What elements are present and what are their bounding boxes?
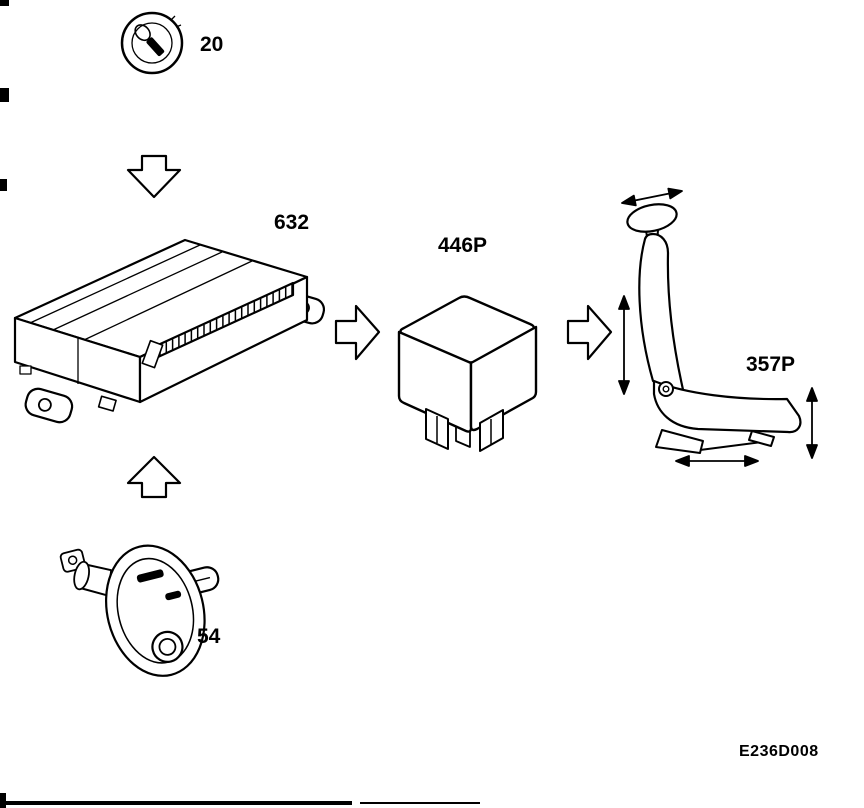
ignition-key-icon bbox=[120, 11, 184, 75]
switch-stub-cap bbox=[73, 560, 90, 591]
seat-headrest bbox=[626, 203, 678, 233]
flow-arrow-up-icon bbox=[126, 455, 182, 499]
key-inner-ring bbox=[131, 22, 173, 64]
control-module-drawing bbox=[13, 238, 326, 424]
module-lid-seam-3 bbox=[83, 260, 253, 341]
seat-headrest-tilt-arrow bbox=[621, 187, 683, 207]
flow-arrow-down-icon bbox=[126, 154, 182, 199]
scan-artifact bbox=[0, 0, 9, 6]
module-side-detail bbox=[19, 365, 32, 375]
seat-backrest bbox=[638, 232, 686, 396]
scan-artifact bbox=[0, 801, 352, 805]
label-control-module: 632 bbox=[274, 211, 309, 234]
drawing-code: E236D008 bbox=[739, 743, 819, 760]
seat-cushion-tilt-arrow bbox=[806, 387, 818, 459]
scan-artifact bbox=[0, 88, 9, 102]
switch-slot-upper bbox=[136, 569, 164, 583]
memory-switch-drawing bbox=[59, 544, 220, 677]
module-foot bbox=[97, 395, 117, 412]
module-lid-seam-1 bbox=[29, 244, 201, 324]
module-lid-seam-2 bbox=[52, 251, 223, 331]
key-blade bbox=[146, 37, 165, 56]
flow-arrow-right-1-icon bbox=[334, 304, 381, 361]
key-head bbox=[134, 24, 151, 42]
scan-artifacts bbox=[0, 0, 480, 808]
seat-height-arrow bbox=[618, 295, 630, 395]
label-relay: 446P bbox=[438, 234, 487, 257]
scan-artifact bbox=[0, 793, 6, 808]
label-memory-switch: 54 bbox=[197, 625, 221, 648]
module-lug-left-hole bbox=[37, 397, 52, 412]
label-seat: 357P bbox=[746, 353, 795, 376]
switch-slot-lower bbox=[165, 590, 182, 601]
switch-button-inner bbox=[158, 637, 177, 656]
scan-artifact bbox=[0, 179, 7, 191]
key-position-marks bbox=[170, 15, 182, 28]
relay-drawing bbox=[397, 295, 538, 452]
seat-drawing bbox=[618, 187, 818, 467]
label-ignition-switch: 20 bbox=[200, 33, 223, 56]
switch-tab-hole bbox=[67, 555, 78, 565]
seat-fore-aft-arrow bbox=[675, 455, 759, 467]
flow-arrow-right-2-icon bbox=[566, 304, 613, 361]
module-connector-latch bbox=[141, 339, 164, 369]
seat-rear-foot bbox=[748, 430, 775, 447]
relay-right-face bbox=[469, 325, 538, 432]
scan-artifact bbox=[360, 802, 480, 804]
seat-cushion bbox=[652, 379, 802, 434]
seat-recline-pivot-center bbox=[662, 385, 670, 393]
key-outer-ring bbox=[120, 11, 184, 75]
seat-front-foot bbox=[655, 429, 704, 454]
